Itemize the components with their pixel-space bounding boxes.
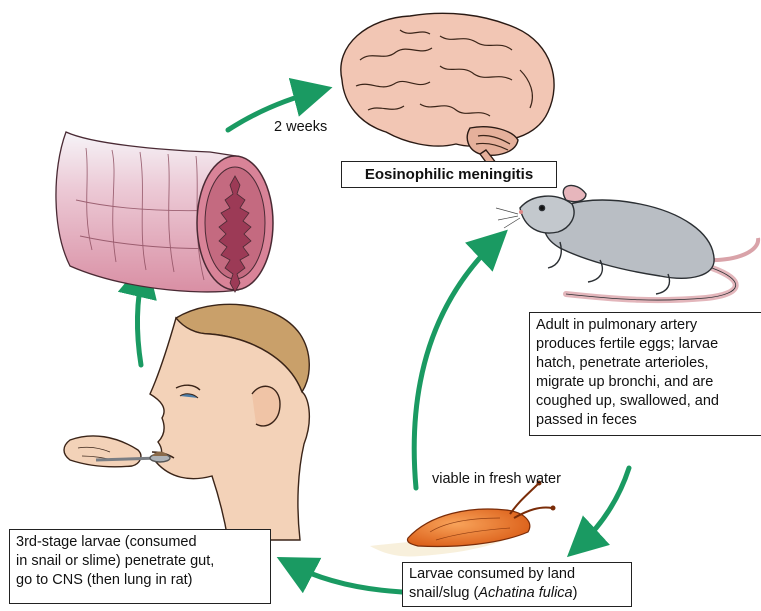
- rat-text-line: coughed up, swallowed, and: [536, 392, 755, 411]
- label-viable-fresh-water: viable in fresh water: [432, 471, 561, 487]
- rat-text-line: hatch, penetrate arterioles,: [536, 354, 755, 373]
- label-two-weeks: 2 weeks: [274, 119, 327, 135]
- rat-text-line: passed in feces: [536, 411, 755, 430]
- arrow-slug-to-human: [290, 564, 402, 592]
- human-eating-illustration: [64, 304, 309, 540]
- box-eosinophilic-meningitis: Eosinophilic meningitis: [341, 161, 557, 188]
- human-text-line: 3rd-stage larvae (consumed: [16, 533, 264, 552]
- snail-species-name: Achatina fulica: [478, 585, 572, 601]
- slug-illustration: [370, 481, 556, 557]
- arrow-slug-to-rat: [414, 240, 497, 488]
- intestine-illustration: [56, 132, 273, 292]
- box-snail-stage: Larvae consumed by land snail/slug (Acha…: [402, 562, 632, 607]
- box-human-stage: 3rd-stage larvae (consumed in snail or s…: [9, 529, 271, 604]
- box-rat-stage: Adult in pulmonary artery produces ferti…: [529, 312, 761, 436]
- rat-text-line: produces fertile eggs; larvae: [536, 335, 755, 354]
- human-text-line: in snail or slime) penetrate gut,: [16, 552, 264, 571]
- snail-suffix: ): [573, 585, 578, 601]
- arrow-rat-to-slug: [578, 468, 629, 547]
- rat-text-line: Adult in pulmonary artery: [536, 316, 755, 335]
- human-text-line: go to CNS (then lung in rat): [16, 571, 264, 590]
- rat-text-line: migrate up bronchi, and are: [536, 373, 755, 392]
- rat-illustration: [496, 185, 758, 300]
- snail-prefix: snail/slug (: [409, 585, 478, 601]
- snail-text-line: Larvae consumed by land: [409, 565, 625, 584]
- snail-text-line: snail/slug (Achatina fulica): [409, 584, 625, 603]
- brain-illustration: [341, 13, 554, 180]
